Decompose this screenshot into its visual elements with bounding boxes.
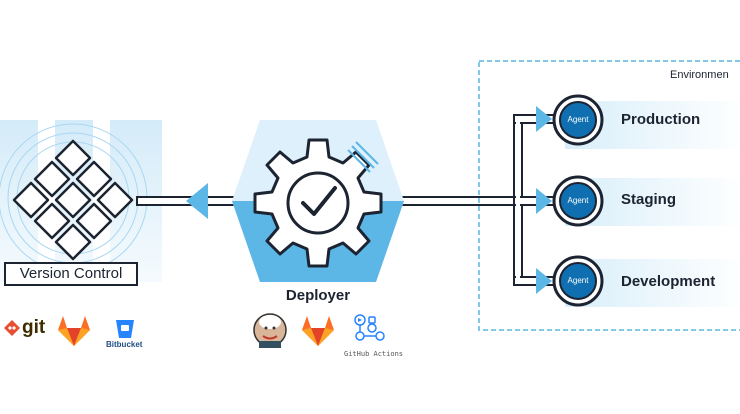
jenkins-icon: [253, 313, 287, 348]
repository-grid-icon: [12, 139, 134, 261]
gitlab-fox-icon: [302, 316, 334, 346]
environment-name-development: Development: [621, 273, 716, 290]
agent-circle-inner: [559, 101, 597, 139]
env-row-production: [552, 94, 740, 149]
bitbucket-wordmark: Bitbucket: [106, 340, 143, 349]
env-row-staging: [552, 175, 740, 227]
github-actions-icon: [354, 314, 385, 341]
agent-label: Agent: [567, 276, 589, 285]
agent-label: Agent: [567, 115, 589, 124]
gear-stripes: [347, 141, 379, 173]
deployer-label: Deployer: [285, 287, 351, 304]
environments-container: [478, 60, 740, 331]
git-wordmark: git: [22, 317, 46, 338]
gitlab-fox-icon: [58, 316, 90, 346]
environment-name-production: Production: [621, 111, 701, 128]
checkmark-icon: [301, 186, 337, 216]
gear-hub: [286, 171, 350, 235]
flow-arrow: [536, 106, 552, 132]
environments-title: Environmen: [670, 69, 729, 81]
version-control-label: Version Control: [4, 262, 138, 286]
agent-circle-inner: [559, 262, 597, 300]
deployer-node: [232, 120, 404, 282]
agent-label: Agent: [567, 196, 589, 205]
flow-arrow: [536, 268, 552, 294]
flow-arrow: [186, 183, 208, 219]
git-logo-icon: [4, 320, 20, 336]
agent-circle-inner: [559, 182, 597, 220]
environment-name-staging: Staging: [621, 191, 676, 208]
env-row-development: [552, 255, 740, 307]
github-actions-wordmark: GitHub Actions: [344, 350, 404, 358]
bitbucket-bucket-icon: [116, 320, 134, 338]
flow-arrow: [536, 188, 552, 214]
